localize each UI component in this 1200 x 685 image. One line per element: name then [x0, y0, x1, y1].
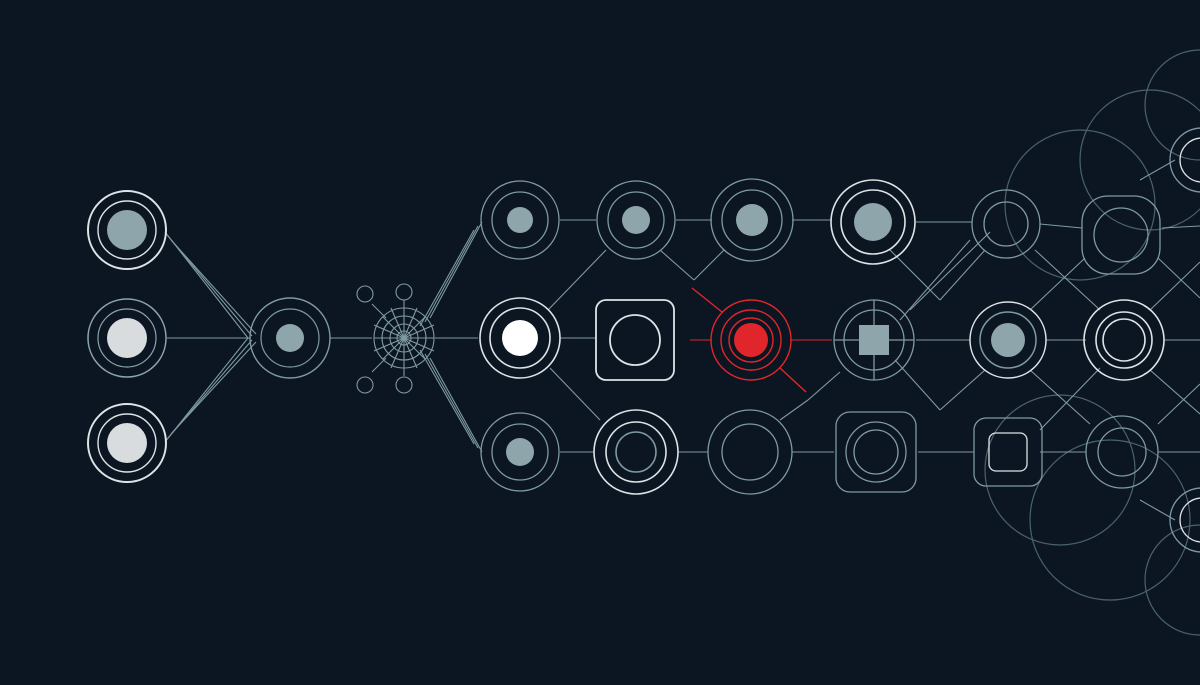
- square-node: [595, 299, 675, 381]
- hidden-node: [1085, 415, 1159, 489]
- hidden-node: [480, 412, 560, 492]
- hidden-node-bright: [479, 297, 561, 379]
- hidden-node: [707, 409, 793, 495]
- square-node: [833, 299, 915, 381]
- input-node: [87, 190, 167, 270]
- hidden-node-bright: [969, 301, 1047, 379]
- input-node: [87, 403, 167, 483]
- square-node: [835, 411, 917, 493]
- output-node: [593, 409, 679, 495]
- hidden-node: [710, 178, 794, 262]
- square-node: [973, 417, 1043, 487]
- cloud-arcs: [984, 49, 1200, 636]
- output-node: [1083, 299, 1165, 381]
- hidden-node-bright: [830, 179, 916, 265]
- spider-node: [356, 283, 435, 394]
- active-node: [691, 287, 807, 393]
- hidden-node: [1081, 195, 1161, 275]
- input-node: [87, 298, 167, 378]
- edge-node: [1169, 127, 1200, 553]
- hub-node: [249, 297, 331, 379]
- connection-lines: [164, 159, 1200, 521]
- hidden-node: [596, 180, 676, 260]
- hidden-node: [480, 180, 560, 260]
- hidden-node: [971, 189, 1041, 259]
